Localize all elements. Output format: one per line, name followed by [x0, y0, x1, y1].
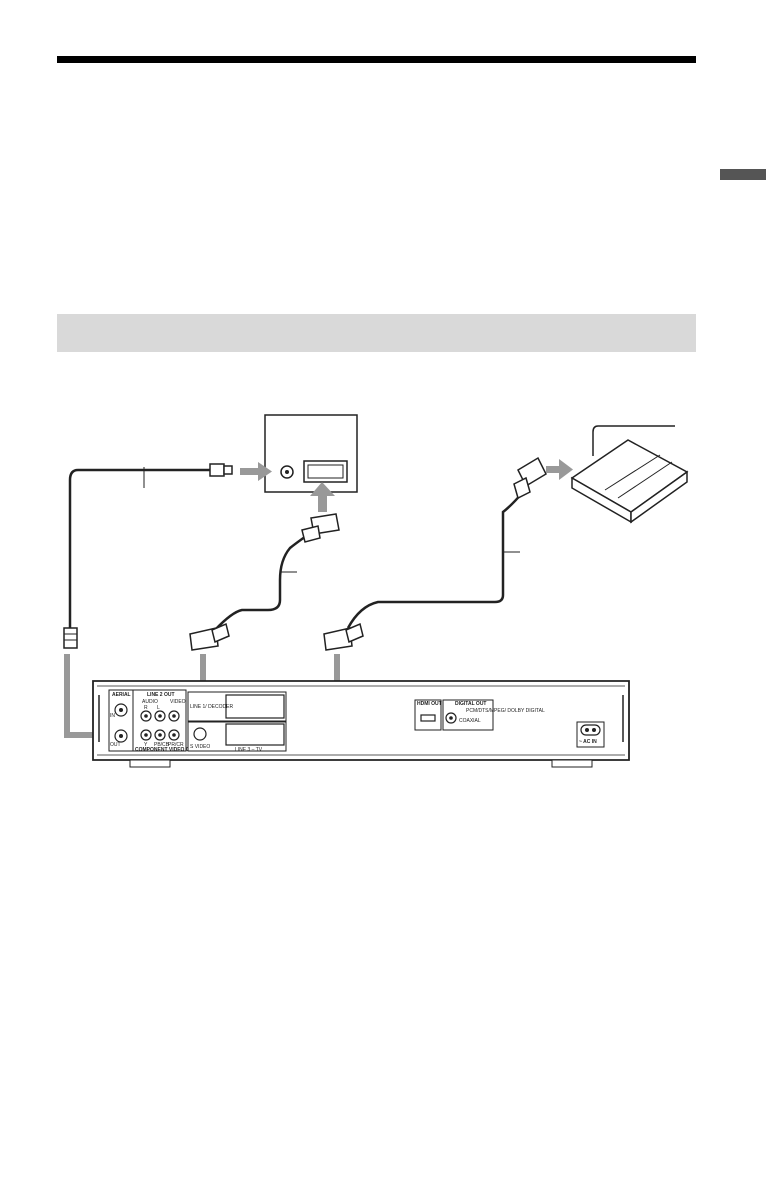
pb-label: PB/CB [154, 742, 170, 748]
tv-rear-panel-icon [264, 414, 358, 493]
audio-r-label: R [144, 705, 148, 711]
line1-label: LINE 1/ DECODER [190, 704, 233, 710]
set-top-box-icon [570, 425, 689, 524]
aerial-label: AERIAL [112, 692, 131, 698]
hdmi-label: HDMI OUT [417, 701, 442, 707]
pr-label: PR/CR [168, 742, 184, 748]
aerial-in-label: IN [110, 713, 115, 719]
section-tab-marker [720, 169, 766, 180]
coaxial-label: COAXIAL [459, 718, 481, 724]
digital-out-label: DIGITAL OUT [455, 701, 486, 707]
pcm-label: PCM/DTS/MPEG/ DOLBY DIGITAL [466, 708, 545, 714]
scart-cable-decoder [323, 456, 547, 651]
audio-label: AUDIO [142, 699, 158, 705]
y-label: Y [144, 742, 148, 748]
header-rule [57, 56, 696, 63]
svideo-label: S VIDEO [190, 744, 210, 750]
aerial-cable [63, 463, 233, 649]
recorder-rear-panel-icon: AERIAL IN OUT LINE 2 OUT AUDIO VIDEO R L… [92, 680, 630, 768]
video-label: VIDEO [170, 699, 186, 705]
line3-label: LINE 3 – TV [235, 747, 263, 753]
scart-cable-tv [189, 513, 340, 651]
connection-diagram: AERIAL IN OUT LINE 2 OUT AUDIO VIDEO R L… [0, 400, 766, 780]
audio-l-label: L [157, 705, 160, 711]
section-heading-band [57, 314, 696, 352]
component-label: COMPONENT VIDEO OUT [135, 747, 196, 753]
ac-in-label: ~ AC IN [579, 739, 597, 745]
aerial-out-label: OUT [110, 742, 121, 748]
line2-out-label: LINE 2 OUT [147, 692, 175, 698]
